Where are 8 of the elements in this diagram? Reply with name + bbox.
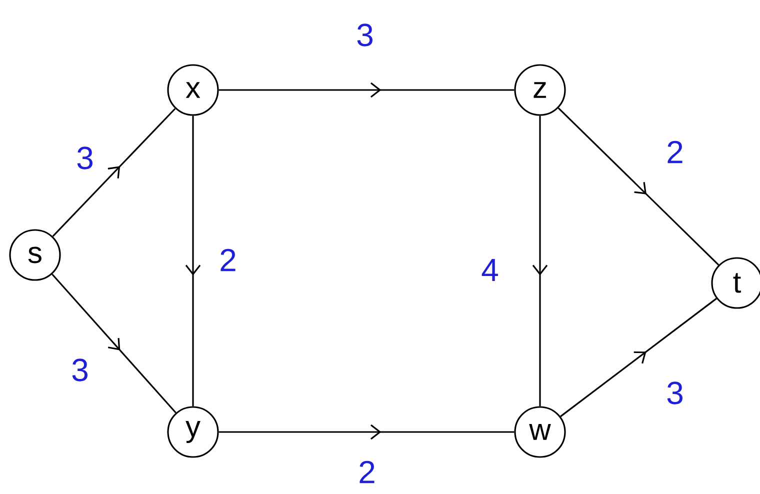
edge-label: 2: [668, 140, 682, 164]
edge-label: 4: [482, 259, 498, 281]
edge-label: 2: [360, 460, 374, 484]
edge-label: 3: [72, 358, 88, 382]
edge-label: 3: [667, 382, 682, 404]
edge-label: 3: [77, 146, 92, 170]
edge-label: 3: [357, 24, 372, 46]
edge-label: 2: [220, 248, 236, 272]
